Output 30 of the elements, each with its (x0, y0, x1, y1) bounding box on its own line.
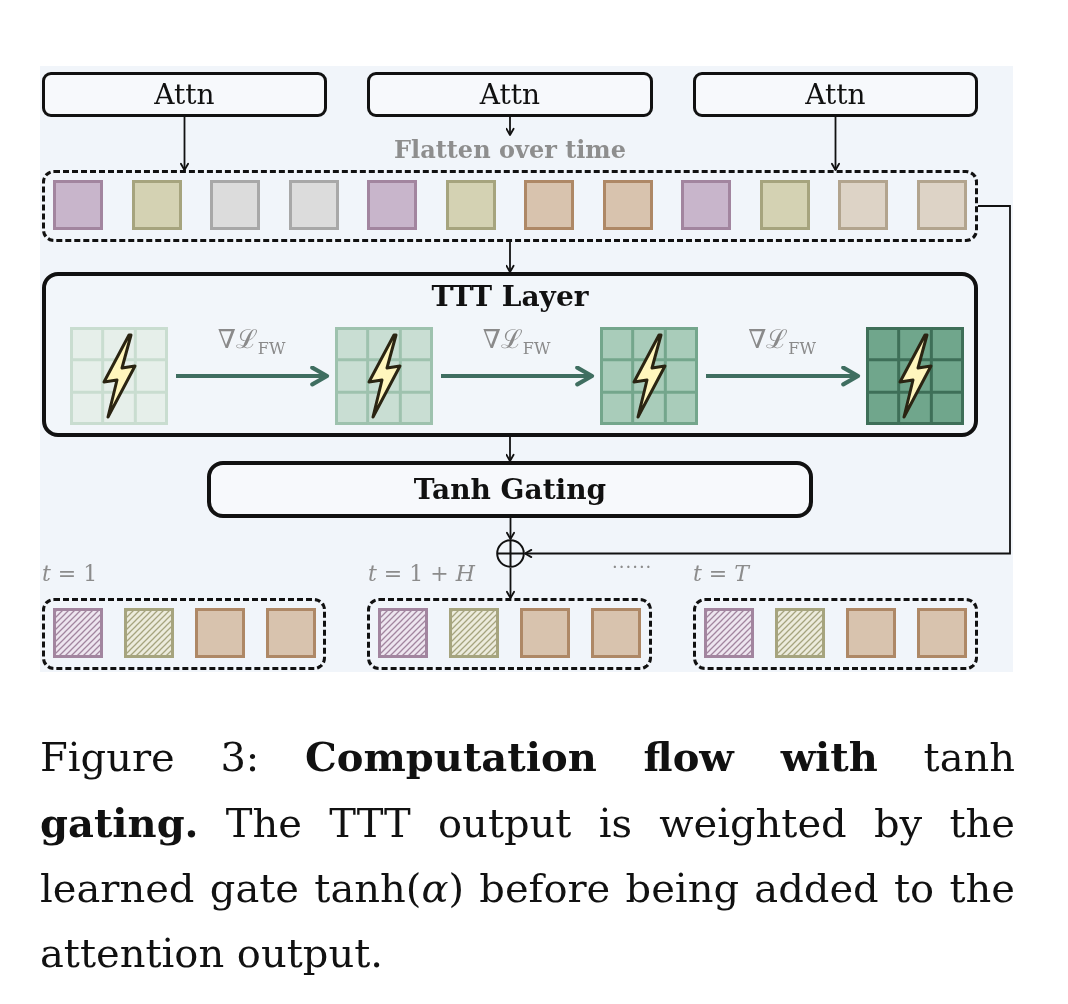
arrow (505, 116, 515, 136)
arrow (506, 567, 515, 599)
time-step-label: t = 1 (42, 561, 98, 587)
arrow (180, 116, 189, 171)
attention-block: Attn (42, 72, 327, 117)
weight-grid (600, 327, 698, 425)
layer-title: TTT Layer (431, 280, 589, 314)
weight-grid (70, 327, 168, 425)
arrow (506, 517, 515, 540)
time-step-label: t = 1 + H (368, 561, 475, 587)
attention-block: Attn (693, 72, 978, 117)
figure-caption: Figure 3: Computation flow with tanh gating. The TTT output is weighted by the learned gate tanh(α) before being added to the attention output. (40, 732, 1015, 978)
continuation-dots: ······ (612, 556, 653, 578)
arrow (505, 241, 515, 273)
arrow (706, 365, 861, 387)
dashed-token-group (367, 598, 652, 670)
weight-grid (335, 327, 433, 425)
arrow (441, 365, 595, 387)
arrow (524, 205, 1011, 558)
attention-block: Attn (367, 72, 653, 117)
dashed-token-group (693, 598, 978, 670)
layer-box (42, 272, 978, 437)
arrow (505, 436, 515, 462)
dashed-token-group (42, 598, 326, 670)
gating-block: Tanh Gating (207, 461, 813, 518)
arrow (176, 365, 330, 387)
arrow (831, 116, 840, 171)
group-heading: Flatten over time (394, 135, 626, 165)
time-step-label: t = T (693, 561, 749, 587)
weight-grid (866, 327, 964, 425)
